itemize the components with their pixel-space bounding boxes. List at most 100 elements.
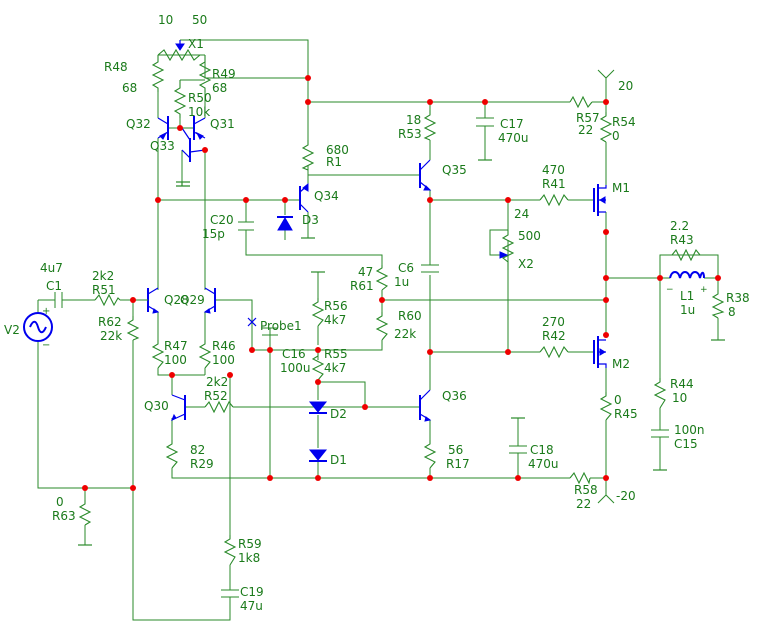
capacitor-c17: [476, 117, 494, 136]
transistor-q34: [299, 182, 309, 213]
label-r42: R42: [542, 329, 566, 343]
label-q30: Q30: [144, 399, 169, 413]
labels: 10 50 X1 R48 68 R49 68 R50 10k Q32 Q31 Q…: [4, 13, 750, 613]
label-r38: R38: [726, 291, 750, 305]
resistor-r56: [311, 298, 325, 327]
resistor-r49: [198, 55, 212, 92]
wires: [37, 39, 719, 621]
capacitor-c19: [221, 589, 239, 600]
potentiometer-x2: [501, 230, 515, 270]
label-d1: D1: [330, 453, 347, 467]
mosfet-m2: [593, 336, 607, 368]
resistor-r47: [151, 340, 165, 369]
label-x2-value: 500: [518, 229, 541, 243]
resistor-r41: [539, 193, 569, 207]
label-r42-value: 270: [542, 315, 565, 329]
label-r45: R45: [614, 407, 638, 421]
label-c20-value: 15p: [202, 227, 225, 241]
label-c19: C19: [240, 585, 264, 599]
label-m2: M2: [612, 357, 630, 371]
label-node-24: 24: [514, 207, 529, 221]
mosfet-m1: [593, 184, 607, 216]
label-q35: Q35: [442, 163, 467, 177]
resistor-r29: [165, 440, 179, 469]
capacitor-c20: [238, 221, 254, 231]
label-r58: R58: [574, 483, 598, 497]
resistor-r60: [375, 312, 389, 341]
label-q31: Q31: [210, 117, 235, 131]
label-r62-value: 22k: [100, 329, 122, 343]
label-r52: R52: [204, 389, 228, 403]
voltage-source-v2: + −: [23, 306, 53, 351]
label-q32: Q32: [126, 117, 151, 131]
diode-d3: [277, 216, 293, 231]
label-r56-value: 4k7: [324, 313, 346, 327]
label-r56: R56: [324, 299, 348, 313]
label-r47-value: 100: [164, 353, 187, 367]
label-r54-value: 0: [612, 129, 620, 143]
label-supply-neg: -20: [616, 489, 636, 503]
label-t50: 50: [192, 13, 207, 27]
label-r52-value: 2k2: [206, 375, 228, 389]
label-r47: R47: [164, 339, 188, 353]
label-c18-value: 470u: [528, 457, 559, 471]
resistor-r17: [423, 440, 437, 469]
label-r44: R44: [670, 377, 694, 391]
inductor-l1: − +: [666, 271, 708, 295]
label-c17-value: 470u: [498, 131, 529, 145]
label-d2: D2: [330, 407, 347, 421]
label-r51-value: 2k2: [92, 269, 114, 283]
label-r46: R46: [212, 339, 236, 353]
label-r60: R60: [398, 309, 422, 323]
probe-1: [247, 300, 257, 327]
resistor-r61: [375, 265, 389, 291]
svg-text:+: +: [42, 306, 50, 317]
label-r58-value: 22: [576, 497, 591, 511]
label-r43: R43: [670, 233, 694, 247]
diode-d1: [308, 449, 328, 462]
label-m1: M1: [612, 181, 630, 195]
transistor-q29: [203, 287, 216, 314]
transistor-q28: [145, 287, 160, 314]
resistor-r53: [423, 110, 437, 141]
resistor-r1: [301, 140, 315, 171]
label-q36: Q36: [442, 389, 467, 403]
label-r48: R48: [104, 60, 128, 74]
transistor-q36: [419, 389, 432, 422]
resistor-r50: [173, 80, 187, 118]
label-r63-value: 0: [56, 495, 64, 509]
label-r1-value: 680: [326, 143, 349, 157]
resistor-r38: [711, 290, 725, 319]
resistor-r44: [653, 378, 667, 409]
label-r41-value: 470: [542, 163, 565, 177]
label-r59: R59: [238, 537, 262, 551]
resistor-r58: [569, 471, 591, 485]
potentiometer-x1: [157, 48, 205, 62]
label-c17: C17: [500, 117, 524, 131]
capacitor-c15: [651, 429, 669, 442]
label-c19-value: 47u: [240, 599, 263, 613]
label-r38-value: 8: [728, 305, 736, 319]
label-t10: 10: [158, 13, 173, 27]
label-v2: V2: [4, 323, 20, 337]
label-r44-value: 10: [672, 391, 687, 405]
junctions: [82, 75, 721, 491]
label-r53-value: 18: [406, 113, 421, 127]
label-r55-value: 4k7: [324, 361, 346, 375]
label-probe1: Probe1: [260, 319, 302, 333]
transistor-q31: [193, 116, 206, 140]
label-r53: R53: [398, 127, 422, 141]
resistor-r46: [198, 340, 212, 369]
label-r46-value: 100: [212, 353, 235, 367]
label-l1: L1: [680, 289, 694, 303]
supply-terminals: [597, 69, 615, 504]
label-c6: C6: [398, 261, 414, 275]
label-q34: Q34: [314, 189, 339, 203]
label-r50-value: 10k: [188, 105, 210, 119]
resistor-r55: [311, 352, 325, 381]
label-r1: R1: [326, 155, 342, 169]
capacitor-c6: [421, 264, 439, 273]
label-r29: R29: [190, 457, 214, 471]
diode-d2: [308, 401, 328, 414]
label-r45-value: 0: [614, 393, 622, 407]
